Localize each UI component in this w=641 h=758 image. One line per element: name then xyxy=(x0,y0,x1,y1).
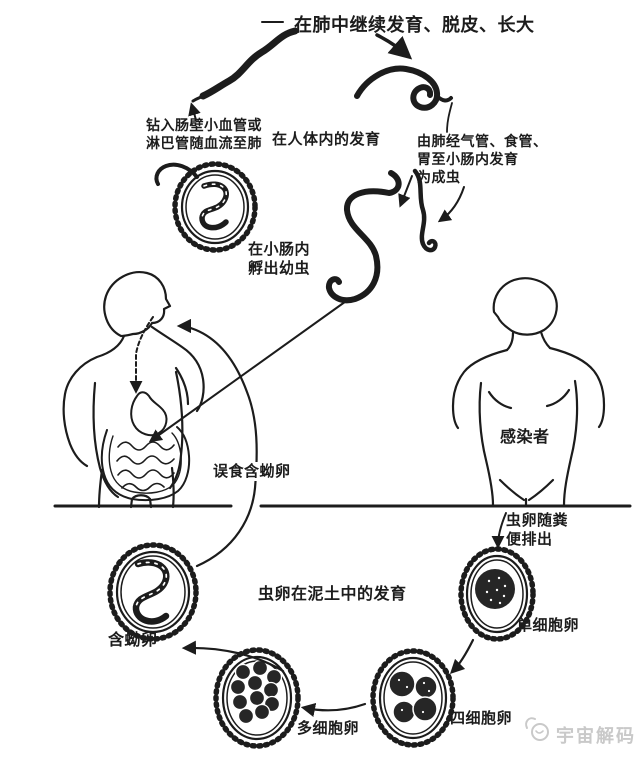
lung-to-gut-label: 由肺经气管、食管、 胃至小肠内发育 为成虫 xyxy=(417,133,548,185)
four-cell-egg-icon xyxy=(370,648,456,748)
adult-worms-icon xyxy=(325,168,438,304)
coiled-worm-icon xyxy=(354,65,453,111)
ingest-egg-label: 误食含蚴卵 xyxy=(211,462,293,482)
human-figure-front xyxy=(62,271,205,509)
leader-left xyxy=(398,175,413,208)
single-cell-egg-icon xyxy=(458,546,536,642)
arrow-single-to-four xyxy=(449,638,475,675)
hatch-in-intestine-label: 在小肠内 孵出幼虫 xyxy=(248,241,311,278)
stomach-icon xyxy=(130,391,168,437)
watermark-text: 宇宙解码 xyxy=(556,726,636,746)
hatching-egg-icon xyxy=(154,161,258,253)
penetrate-vessels-label: 钻入肠壁小血管或 淋巴管随血流至肺 xyxy=(146,117,262,151)
multi-cell-egg-icon xyxy=(213,647,301,749)
leader-coil-to-text xyxy=(446,102,453,133)
pointer-worm-to-intestine xyxy=(148,298,350,443)
soil-development-title-label: 虫卵在泥土中的发育 xyxy=(258,586,407,603)
infected-person-label: 感染者 xyxy=(500,429,550,446)
larva-worm-lungs-icon xyxy=(191,27,299,103)
arrow-to-adult-worm xyxy=(437,186,465,223)
single-cell-egg-label: 单细胞卵 xyxy=(517,617,580,634)
colon-outline xyxy=(100,426,191,502)
larva-egg-icon xyxy=(107,542,199,642)
ingest-arc-arrow xyxy=(176,318,258,568)
arrow-up-to-lung-larva xyxy=(188,102,201,121)
multi-cell-egg-label: 多细胞卵 xyxy=(297,720,360,737)
excrete-arrow xyxy=(491,512,507,549)
esophagus-dashed-arrow xyxy=(129,316,154,394)
arrow-four-to-multi xyxy=(300,702,367,717)
in-body-title-label: 在人体内的发育 xyxy=(272,131,381,148)
watermark-logo-icon xyxy=(525,717,549,741)
arrow-multi-to-larva-egg xyxy=(181,640,285,673)
excrete-with-feces-label: 虫卵随粪 便排出 xyxy=(506,512,569,549)
human-figure-back xyxy=(451,277,606,508)
four-cell-egg-label: 四细胞卵 xyxy=(450,710,513,727)
lung-development-label: 在肺中继续发育、脱皮、长大 xyxy=(294,15,535,35)
arrow-to-coiled-worm xyxy=(375,33,413,60)
larva-egg-label: 含蚴卵 xyxy=(108,632,158,649)
